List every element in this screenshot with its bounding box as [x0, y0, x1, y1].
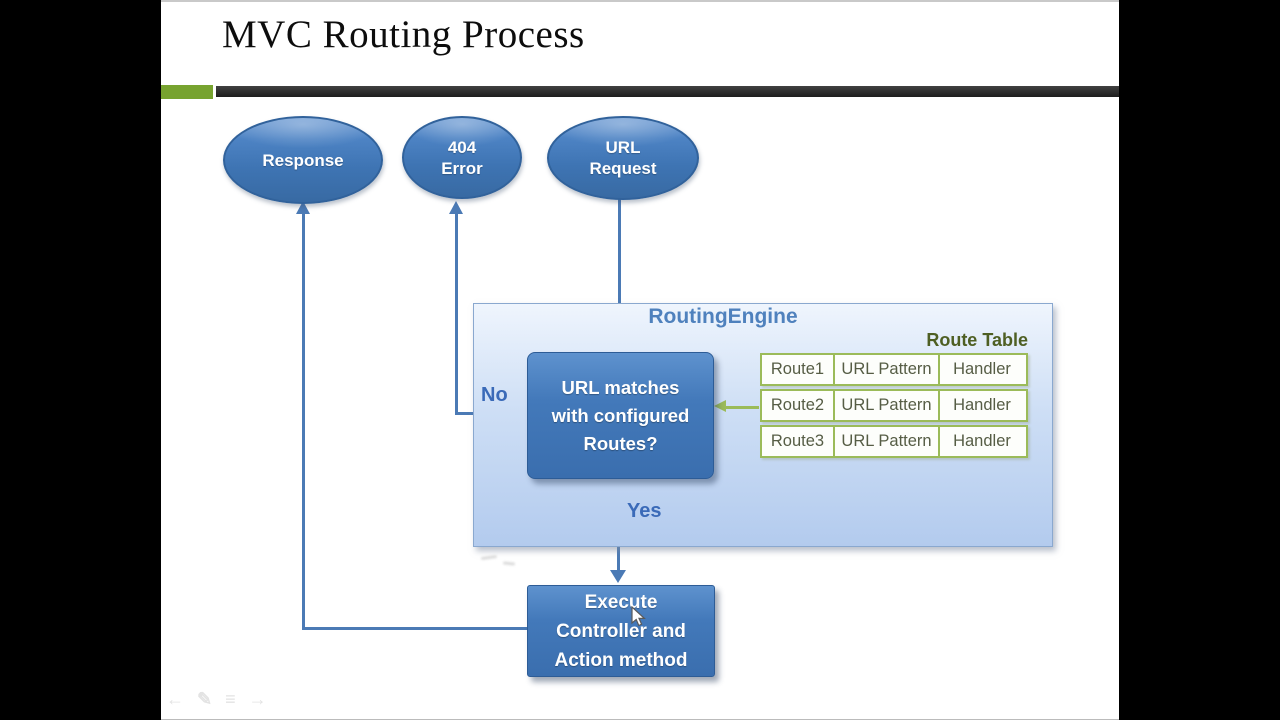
route-table-cell: URL Pattern: [835, 427, 940, 456]
edge-table-to-decision: [725, 406, 759, 409]
route-table: Route1 URL Pattern Handler Route2 URL Pa…: [760, 353, 1028, 458]
edge-no-vertical: [455, 213, 458, 415]
route-table-row: Route2 URL Pattern Handler: [760, 389, 1028, 422]
edge-urlrequest-to-decision: [618, 197, 621, 344]
decision-line3: Routes?: [583, 432, 658, 454]
route-table-cell: Handler: [953, 432, 1011, 450]
slide-title: MVC Routing Process: [222, 13, 585, 56]
route-table-cell: Route3: [762, 427, 835, 456]
route-table-row: Route3 URL Pattern Handler: [760, 425, 1028, 458]
decision-line2: with configured: [551, 404, 690, 426]
arrowhead-down-icon: [610, 570, 626, 583]
menu-icon[interactable]: ≡: [225, 689, 236, 709]
node-response: Response: [223, 116, 383, 204]
routing-engine-label: RoutingEngine: [648, 305, 798, 328]
forward-arrow-icon[interactable]: →: [248, 689, 267, 709]
node-404-line1: 404: [447, 137, 477, 157]
edge-label-yes: Yes: [627, 500, 662, 522]
route-table-cell: Route1: [762, 355, 835, 384]
route-table-row: Route1 URL Pattern Handler: [760, 353, 1028, 386]
node-execute-controller: Execute Controller and Action method: [527, 585, 715, 677]
execute-line3: Action method: [554, 649, 688, 671]
node-response-label: Response: [262, 150, 344, 170]
route-table-cell: Handler: [953, 396, 1011, 414]
node-url-request-line2: Request: [589, 159, 657, 178]
title-accent-green-block: [161, 85, 213, 99]
node-url-request-line1: URL: [605, 138, 641, 157]
node-404-line2: Error: [441, 158, 483, 178]
arrowhead-up-icon: [296, 201, 310, 214]
route-table-cell: URL Pattern: [835, 355, 940, 384]
route-table-cell: URL Pattern: [835, 391, 940, 420]
mouse-cursor-icon: [631, 606, 646, 627]
pen-icon[interactable]: ✎: [197, 689, 213, 709]
route-table-title: Route Table: [926, 330, 1028, 350]
back-arrow-icon[interactable]: ←: [166, 689, 184, 709]
node-decision-url-matches: URL matches with configured Routes?: [527, 352, 714, 479]
route-table-cell: Route2: [762, 391, 835, 420]
edge-execute-to-response-horizontal: [302, 627, 527, 630]
edge-execute-to-response-vertical: [302, 213, 305, 630]
arrowhead-up-icon: [449, 201, 463, 214]
node-404-error: 404 Error: [402, 116, 522, 199]
presenter-controls: ← ✎ ≡ →: [166, 689, 267, 710]
arrowhead-left-green-icon: [714, 400, 726, 412]
route-table-cell: Handler: [953, 360, 1011, 378]
execute-line2: Controller and: [556, 620, 686, 642]
title-divider-bar: [216, 86, 1119, 97]
node-url-request: URL Request: [547, 116, 699, 200]
edge-label-no: No: [481, 384, 508, 406]
decision-line1: URL matches: [561, 376, 680, 398]
execute-line1: Execute: [584, 591, 658, 613]
